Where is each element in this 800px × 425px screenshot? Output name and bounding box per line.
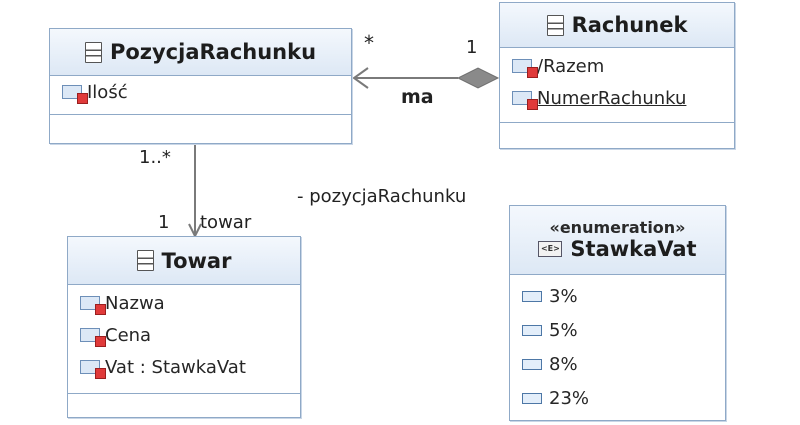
enumeration-name-row: <E> StawkaVat (538, 237, 697, 266)
role-name-towar: towar (200, 212, 252, 233)
enum-literal-label: 5% (549, 319, 578, 341)
enum-literal-row[interactable]: 23% (510, 381, 725, 415)
enum-literal-label: 23% (549, 387, 590, 409)
private-attribute-icon (80, 328, 106, 347)
multiplicity-pozycja-end: * (364, 31, 374, 55)
navigability-arrowhead-ma (352, 67, 369, 89)
class-name: PozycjaRachunku (109, 40, 317, 64)
class-pozycja-rachunku-header: PozycjaRachunku (50, 29, 351, 76)
multiplicity-pozycja-towar-end: 1..* (139, 147, 171, 168)
private-attribute-icon (80, 360, 106, 379)
operations-compartment (500, 123, 734, 147)
attribute-row[interactable]: Cena (68, 319, 300, 351)
enumeration-header: «enumeration» <E> StawkaVat (510, 206, 725, 275)
enumeration-icon: <E> (538, 241, 563, 257)
class-icon (546, 14, 564, 36)
enum-literal-icon (522, 290, 542, 302)
literals-compartment: 3% 5% 8% 23% (510, 275, 725, 419)
enum-literal-icon (522, 392, 542, 404)
class-towar[interactable]: Towar Nazwa Cena Vat : StawkaVat (67, 236, 301, 418)
enum-literal-label: 3% (549, 285, 578, 307)
private-attribute-icon (80, 296, 106, 315)
association-name-ma: ma (401, 86, 434, 108)
attribute-label: Nazwa (105, 292, 165, 314)
class-rachunek-header: Rachunek (500, 3, 734, 48)
class-icon (136, 250, 154, 271)
operations-compartment (68, 394, 300, 416)
association-ma (352, 67, 500, 89)
shared-aggregation-diamond (456, 67, 500, 89)
multiplicity-towar-end: 1 (158, 212, 170, 233)
multiplicity-rachunek-end: 1 (466, 37, 478, 58)
attributes-compartment: Ilość (50, 76, 351, 115)
enum-literal-row[interactable]: 5% (510, 313, 725, 347)
class-name: Towar (161, 248, 232, 273)
attribute-row[interactable]: NumerRachunku (500, 82, 734, 114)
enumeration-stawka-vat[interactable]: «enumeration» <E> StawkaVat 3% 5% 8% 23% (509, 205, 726, 421)
attribute-label: Ilość (87, 81, 128, 103)
enum-literal-row[interactable]: 8% (510, 347, 725, 381)
enum-literal-icon (522, 358, 542, 370)
enumeration-stereotype: «enumeration» (549, 218, 686, 237)
enum-literal-label: 8% (549, 353, 578, 375)
private-attribute-icon (62, 85, 88, 104)
enum-literal-row[interactable]: 3% (510, 279, 725, 313)
attribute-row[interactable]: /Razem (500, 50, 734, 82)
attribute-row[interactable]: Vat : StawkaVat (68, 351, 300, 383)
class-icon (84, 41, 102, 63)
class-name: Rachunek (571, 13, 688, 37)
class-rachunek[interactable]: Rachunek /Razem NumerRachunku (499, 2, 735, 149)
class-towar-header: Towar (68, 237, 300, 285)
private-attribute-icon (512, 91, 538, 110)
operations-compartment (50, 115, 351, 141)
enumeration-name: StawkaVat (570, 237, 697, 261)
attribute-label: Vat : StawkaVat (105, 356, 246, 378)
class-pozycja-rachunku[interactable]: PozycjaRachunku Ilość (49, 28, 352, 144)
attribute-label: Cena (105, 324, 152, 346)
private-attribute-icon (512, 59, 538, 78)
attribute-row[interactable]: Nazwa (68, 287, 300, 319)
attributes-compartment: /Razem NumerRachunku (500, 48, 734, 123)
role-name-pozycja-rachunku: - pozycjaRachunku (297, 186, 467, 207)
enum-literal-icon (522, 324, 542, 336)
attribute-label: NumerRachunku (537, 87, 687, 109)
attribute-row[interactable]: Ilość (50, 76, 351, 108)
attributes-compartment: Nazwa Cena Vat : StawkaVat (68, 285, 300, 394)
attribute-label: /Razem (537, 55, 605, 77)
